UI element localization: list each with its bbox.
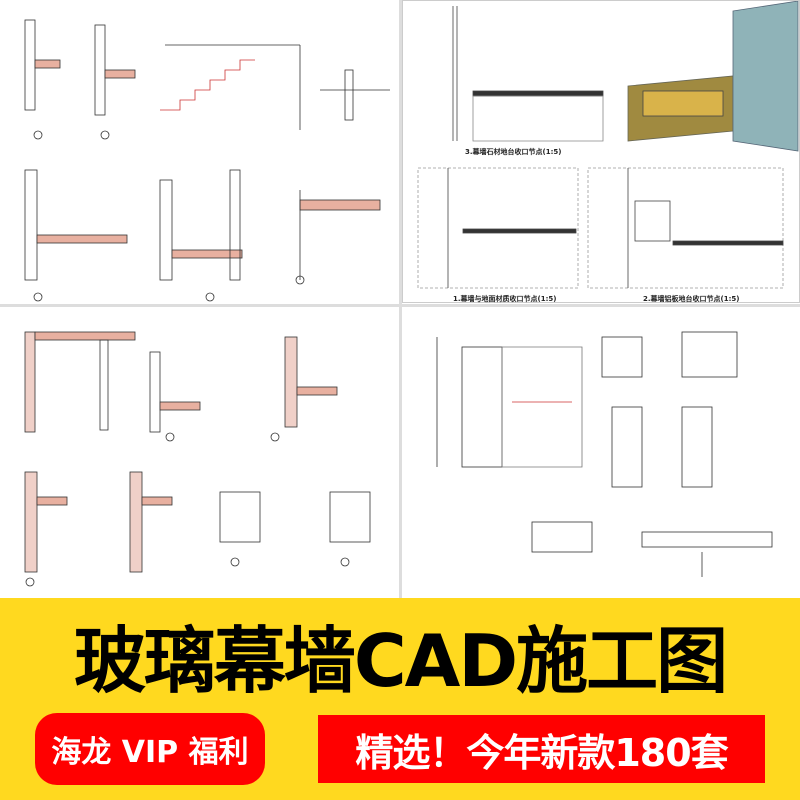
cad-drawing-stair-sections [0,0,398,303]
panel-divider-horizontal [0,304,800,307]
cad-linework [24,331,371,587]
cad-drawing-curtain-wall-details [402,307,800,598]
cad-drawing-curtain-wall-nodes: 3.幕墙石材地台收口节点(1:5) 1.幕墙与地面材质收口节点(1:5) 2.幕… [402,0,800,303]
cad-linework [436,331,773,577]
panel-divider-vertical [399,0,402,598]
caption-node-1: 1.幕墙与地面材质收口节点(1:5) [453,295,557,303]
cad-drawing-wall-sections [0,307,398,598]
vip-badge: 海龙 VIP 福利 [35,713,265,785]
cad-linework [24,19,390,302]
caption-node-2: 2.幕墙铝板地台收口节点(1:5) [643,295,740,303]
caption-node-3: 3.幕墙石材地台收口节点(1:5) [465,148,562,156]
selection-badge: 精选！今年新款180套 [318,715,765,783]
promo-banner: 玻璃幕墙CAD施工图 海龙 VIP 福利 精选！今年新款180套 [0,598,800,800]
banner-title: 玻璃幕墙CAD施工图 [73,619,728,703]
cad-linework [417,1,799,289]
